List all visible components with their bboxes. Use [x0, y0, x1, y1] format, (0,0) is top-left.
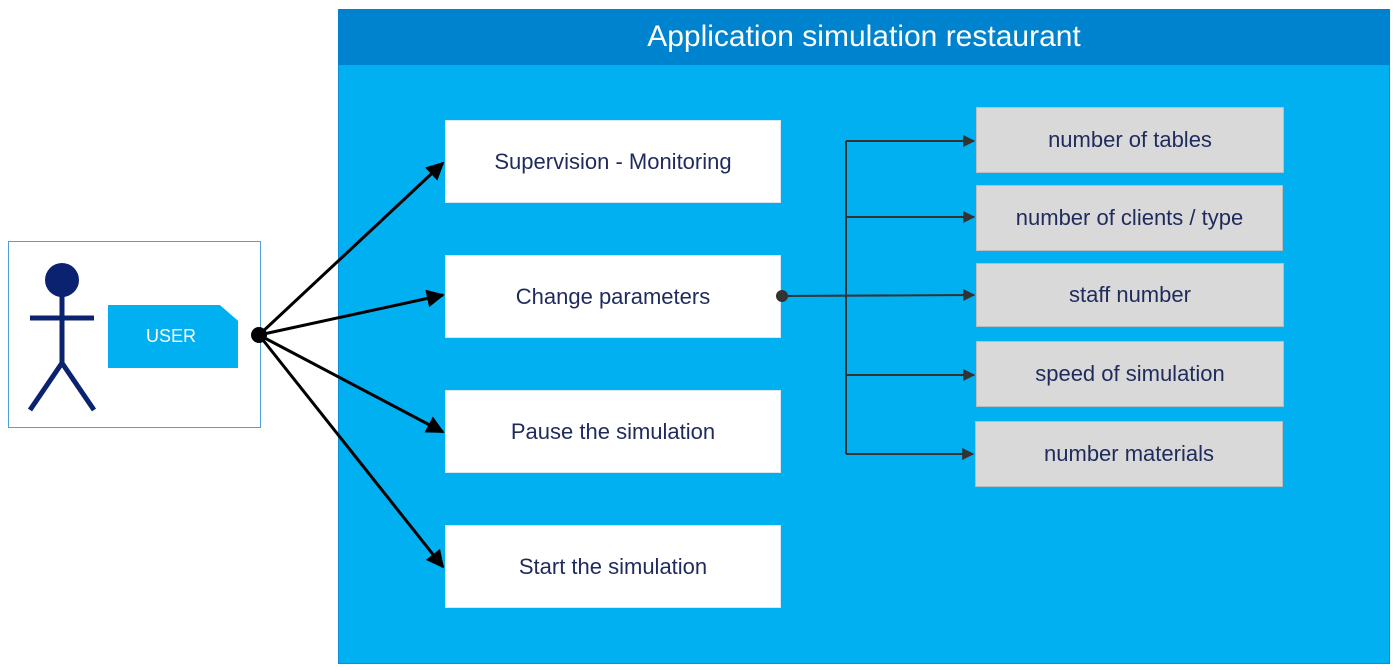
param-speed-of-simulation: speed of simulation [976, 341, 1284, 407]
param-number-of-clients-type: number of clients / type [976, 185, 1283, 251]
param-staff-number: staff number [976, 263, 1284, 327]
user-label: USER [108, 305, 238, 368]
param-number-materials: number materials [975, 421, 1283, 487]
action-change-parameters: Change parameters [445, 255, 781, 338]
stick-figure-icon [27, 263, 97, 412]
action-pause-simulation: Pause the simulation [445, 390, 781, 473]
action-supervision-monitoring: Supervision - Monitoring [445, 120, 781, 203]
param-number-of-tables: number of tables [976, 107, 1284, 173]
system-title: Application simulation restaurant [338, 9, 1390, 65]
action-start-simulation: Start the simulation [445, 525, 781, 608]
